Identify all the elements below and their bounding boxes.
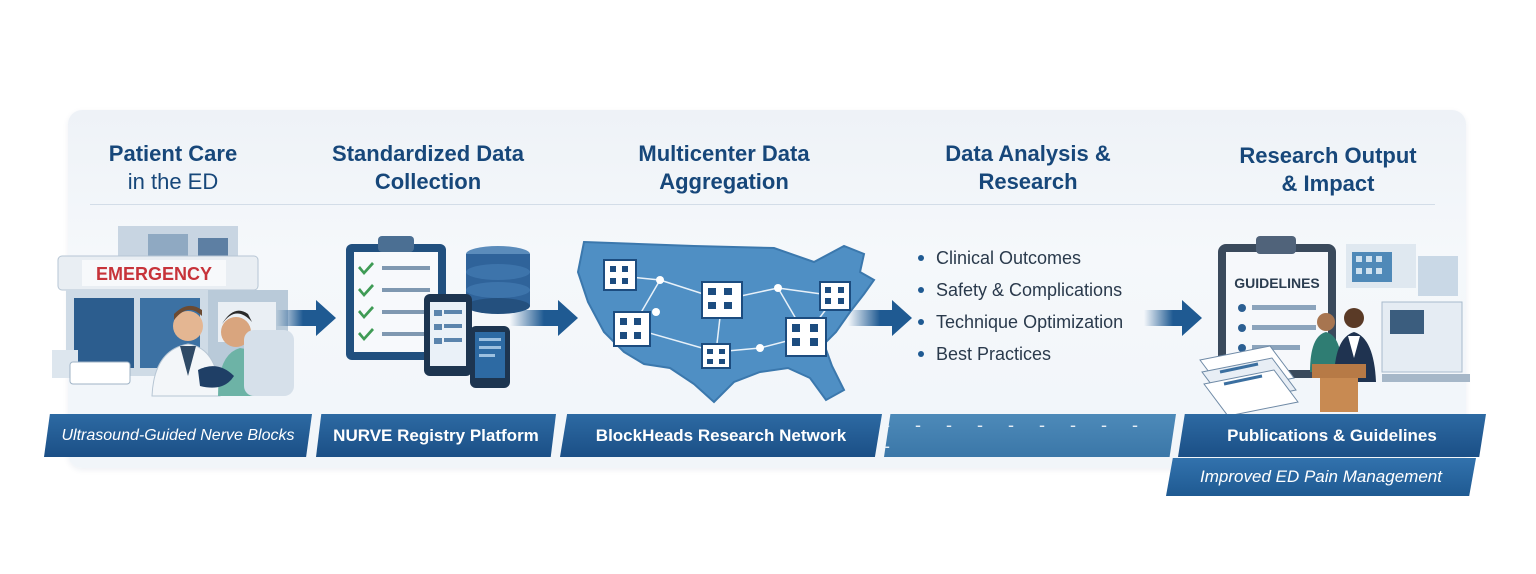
list-item: Best Practices bbox=[918, 338, 1123, 370]
stage-4-label-dashes: - - - - - - - - - - bbox=[884, 414, 1148, 456]
stage-3-title-line1: Multicenter Data bbox=[638, 141, 810, 166]
stage-1-title-line2: in the ED bbox=[127, 169, 219, 194]
guidelines-presentation-icon: GUIDELINES bbox=[1199, 236, 1470, 414]
bullet-icon bbox=[918, 287, 924, 293]
research-topics-list: Clinical Outcomes Safety & Complications… bbox=[918, 242, 1123, 370]
bullet-icon bbox=[918, 255, 924, 261]
stage-4-title-line1: Data Analysis & bbox=[945, 141, 1111, 166]
stage-1-label: Ultrasound-Guided Nerve Blocks bbox=[44, 414, 312, 457]
bullet-icon bbox=[918, 319, 924, 325]
arrow-right-icon bbox=[848, 300, 912, 336]
arrow-right-icon bbox=[1144, 300, 1202, 336]
bullet-text: Best Practices bbox=[936, 344, 1052, 364]
header-divider bbox=[90, 204, 1435, 205]
impact-label: Improved ED Pain Management bbox=[1166, 458, 1476, 496]
stage-2-title-line2: Collection bbox=[374, 169, 482, 194]
bullet-text: Safety & Complications bbox=[936, 280, 1123, 300]
list-item: Safety & Complications bbox=[918, 274, 1123, 306]
stage-5-title-line1: Research Output bbox=[1239, 143, 1417, 168]
stage-4-title: Data Analysis & Research bbox=[918, 140, 1138, 196]
list-item: Clinical Outcomes bbox=[918, 242, 1123, 274]
stage-1-title: Patient Care in the ED bbox=[88, 140, 258, 196]
stage-4-title-line2: Research bbox=[978, 169, 1078, 194]
emergency-sign: EMERGENCY bbox=[96, 264, 212, 284]
stage-3-title-line2: Aggregation bbox=[659, 169, 789, 194]
stage-5-title-line2: & Impact bbox=[1281, 171, 1375, 196]
stage-2-title: Standardized Data Collection bbox=[308, 140, 548, 196]
stage-3-label: BlockHeads Research Network bbox=[560, 414, 882, 457]
guidelines-doc-title: GUIDELINES bbox=[1234, 275, 1320, 291]
stage-5-title: Research Output & Impact bbox=[1218, 142, 1438, 198]
stage-1-title-line1: Patient Care bbox=[108, 141, 238, 166]
stage-3-title: Multicenter Data Aggregation bbox=[604, 140, 844, 196]
arrow-right-icon bbox=[510, 300, 578, 336]
clipboard-database-devices-icon bbox=[346, 236, 530, 388]
stage-2-title-line1: Standardized Data bbox=[332, 141, 524, 166]
bullet-icon bbox=[918, 351, 924, 357]
emergency-department-icon: EMERGENCY bbox=[52, 226, 294, 397]
stage-5-label: Publications & Guidelines bbox=[1178, 414, 1486, 457]
us-map-hospitals-icon bbox=[576, 240, 876, 404]
stage-4-label: - - - - - - - - - - bbox=[884, 414, 1176, 457]
bullet-text: Technique Optimization bbox=[936, 312, 1124, 332]
stage-2-label: NURVE Registry Platform bbox=[316, 414, 556, 457]
arrow-right-icon bbox=[276, 300, 336, 336]
list-item: Technique Optimization bbox=[918, 306, 1123, 338]
bullet-text: Clinical Outcomes bbox=[936, 248, 1082, 268]
